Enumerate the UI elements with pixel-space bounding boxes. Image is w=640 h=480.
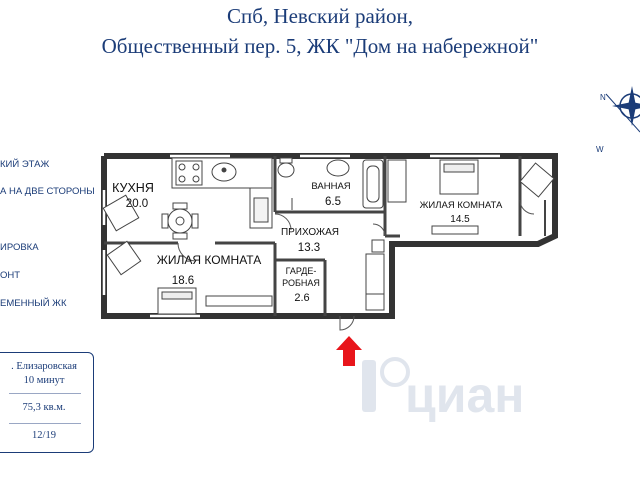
listing-address-line1: Спб, Невский район, — [226, 4, 413, 28]
bedroom-right-furniture — [387, 159, 555, 236]
feature-item: КИЙ ЭТАЖ — [0, 159, 50, 170]
room-name-wardrobe-1: ГАРДЕ- — [286, 266, 317, 276]
room-area-living-right: 14.5 — [450, 214, 470, 225]
divider — [9, 423, 81, 424]
room-area-hallway: 13.3 — [298, 242, 320, 254]
interior-walls — [104, 156, 522, 316]
floor-number: 12/19 — [32, 430, 56, 441]
room-name-kitchen: КУХНЯ — [112, 181, 154, 195]
room-area-living-left: 18.6 — [172, 275, 194, 287]
doors — [177, 199, 535, 331]
feature-item: ЕМЕННЫЙ ЖК — [0, 298, 67, 309]
hallway-furniture — [365, 239, 385, 311]
bedroom-left-furniture — [106, 240, 273, 315]
kitchen-furniture — [102, 157, 273, 240]
room-area-wardrobe: 2.6 — [294, 292, 309, 304]
room-name-hallway: ПРИХОЖАЯ — [281, 227, 339, 238]
room-area-bathroom: 6.5 — [325, 196, 341, 208]
watermark-text: циан — [405, 367, 524, 423]
entrance-arrow-icon — [336, 336, 362, 366]
compass-icon: N W — [596, 86, 640, 154]
compass-n: N — [600, 93, 606, 102]
total-area: 75,3 кв.м. — [22, 402, 66, 413]
room-name-wardrobe-2: РОБНАЯ — [282, 278, 320, 288]
windows — [102, 154, 500, 318]
room-area-kitchen: 20.0 — [126, 198, 148, 210]
feature-item: А НА ДВЕ СТОРОНЫ — [0, 186, 95, 197]
feature-item: ОНТ — [0, 270, 21, 281]
room-name-living-right: ЖИЛАЯ КОМНАТА — [420, 200, 503, 211]
listing-address-line2: Общественный пер. 5, ЖК "Дом на набережн… — [101, 34, 539, 58]
room-name-living-left: ЖИЛАЯ КОМНАТА — [157, 253, 261, 267]
room-name-bathroom: ВАННАЯ — [311, 181, 350, 192]
bathroom-fixtures — [277, 157, 384, 210]
metro-station: . Елизаровская — [11, 361, 77, 372]
cian-watermark: циан — [362, 357, 524, 423]
walk-time: 10 минут — [23, 375, 65, 386]
info-box: . Елизаровская 10 минут 75,3 кв.м. 12/19 — [0, 352, 94, 453]
compass-w: W — [596, 145, 604, 154]
divider — [9, 393, 81, 394]
feature-item: ИРОВКА — [0, 242, 39, 253]
